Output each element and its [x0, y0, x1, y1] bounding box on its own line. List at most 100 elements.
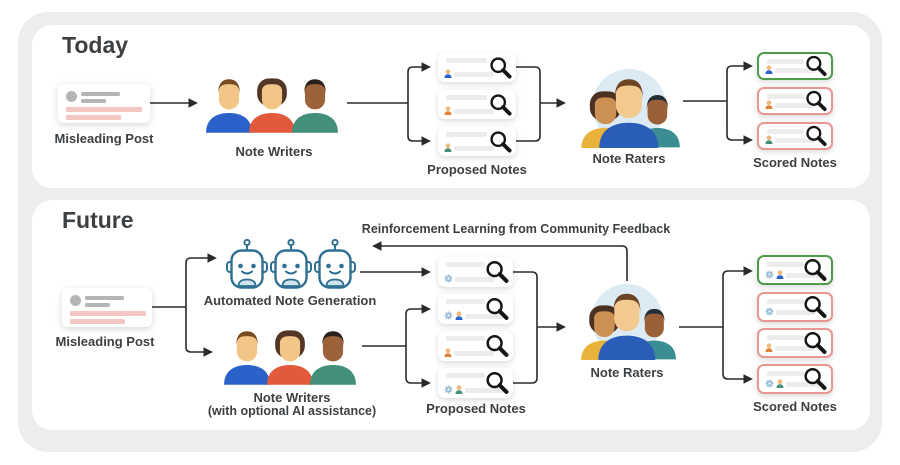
note-card — [757, 328, 833, 358]
magnifier-icon — [804, 367, 827, 390]
post-highlighted-line — [66, 107, 142, 112]
tiny-person-icon — [765, 100, 773, 109]
feedback-loop-label: Reinforcement Learning from Community Fe… — [361, 222, 671, 236]
note-author-icons — [765, 307, 816, 316]
magnifier-icon — [490, 56, 512, 79]
note-card — [757, 292, 833, 322]
note-writers-sublabel: (with optional AI assistance) — [207, 404, 377, 418]
tiny-person-icon — [776, 270, 784, 279]
misleading-post-card — [58, 84, 150, 123]
note-text-line — [465, 314, 505, 319]
note-text-line — [767, 299, 805, 304]
note-text-line — [786, 273, 826, 278]
scored-notes-label: Scored Notes — [753, 155, 837, 170]
tiny-robot-icon — [444, 274, 453, 283]
note-card — [438, 294, 513, 324]
tiny-person-icon — [455, 385, 463, 394]
robot-icon — [226, 238, 268, 289]
note-author-icons — [765, 135, 815, 144]
post-text-line — [81, 92, 120, 96]
post-highlighted-line — [70, 311, 146, 316]
note-text-line — [446, 299, 485, 304]
note-text-line — [767, 262, 805, 267]
person-avatar — [249, 78, 295, 133]
note-author-icons — [444, 143, 494, 152]
note-author-icons — [444, 69, 494, 78]
note-text-line — [454, 146, 494, 151]
note-text-line — [446, 336, 485, 341]
note-author-icons — [444, 311, 505, 320]
misleading-post-card — [62, 288, 152, 327]
note-text-line — [446, 58, 487, 63]
note-raters-group — [581, 283, 676, 360]
person-avatar — [206, 79, 252, 133]
note-text-line — [767, 335, 805, 340]
note-writers-label: Note Writers — [253, 390, 331, 405]
note-text-line — [776, 310, 816, 315]
note-raters-group — [581, 69, 680, 148]
tiny-person-icon — [444, 143, 452, 152]
post-avatar-circle — [66, 91, 77, 102]
note-author-icons — [765, 100, 815, 109]
note-text-line — [465, 388, 505, 393]
note-author-icons — [444, 348, 494, 357]
note-writers-label: Note Writers — [235, 144, 313, 159]
note-card — [438, 368, 513, 398]
magnifier-icon — [806, 55, 827, 77]
note-raters-label: Note Raters — [592, 151, 666, 166]
note-text-line — [454, 351, 494, 356]
automated-note-generation-robots — [226, 237, 356, 289]
scored-notes-label: Scored Notes — [753, 399, 837, 414]
note-text-line — [446, 95, 487, 100]
note-author-icons — [444, 106, 494, 115]
tiny-person-icon — [776, 379, 784, 388]
future-title: Future — [62, 207, 134, 233]
person-avatar — [292, 79, 338, 133]
note-text-line — [767, 129, 805, 134]
note-text-line — [775, 346, 815, 351]
post-text-line — [81, 99, 106, 103]
post-highlighted-line — [66, 115, 121, 120]
magnifier-icon — [804, 331, 827, 354]
proposed-notes-label: Proposed Notes — [427, 162, 527, 177]
tiny-person-icon — [444, 348, 452, 357]
proposed-notes-label: Proposed Notes — [426, 401, 526, 416]
tiny-person-icon — [765, 135, 773, 144]
magnifier-icon — [806, 90, 827, 112]
tiny-person-icon — [444, 69, 452, 78]
tiny-person-icon — [455, 311, 463, 320]
note-text-line — [767, 94, 805, 99]
note-author-icons — [765, 379, 826, 388]
note-author-icons — [765, 343, 815, 352]
note-raters-label: Note Raters — [590, 365, 664, 380]
note-author-icons — [444, 385, 505, 394]
note-card — [757, 52, 833, 80]
note-text-line — [454, 72, 494, 77]
note-card — [438, 53, 516, 82]
note-author-icons — [765, 270, 826, 279]
misleading-post-label: Misleading Post — [55, 334, 155, 349]
person-avatar — [224, 331, 270, 385]
note-text-line — [767, 371, 805, 376]
note-text-line — [775, 68, 815, 73]
magnifier-icon — [490, 93, 512, 116]
post-avatar-circle — [70, 295, 81, 306]
tiny-robot-icon — [765, 270, 774, 279]
person-avatar — [267, 330, 313, 385]
note-text-line — [786, 382, 826, 387]
magnifier-icon — [804, 295, 827, 318]
note-card — [438, 127, 516, 156]
note-card — [438, 90, 516, 119]
tiny-person-icon — [765, 343, 773, 352]
magnifier-icon — [804, 258, 827, 281]
magnifier-icon — [486, 260, 509, 283]
post-text-line — [85, 296, 124, 300]
note-card — [438, 331, 513, 361]
misleading-post-label: Misleading Post — [54, 131, 154, 146]
note-writers-avatars-future — [220, 327, 360, 385]
post-highlighted-line — [70, 319, 125, 324]
note-text-line — [446, 373, 485, 378]
tiny-robot-icon — [765, 307, 774, 316]
today-title: Today — [62, 32, 129, 58]
